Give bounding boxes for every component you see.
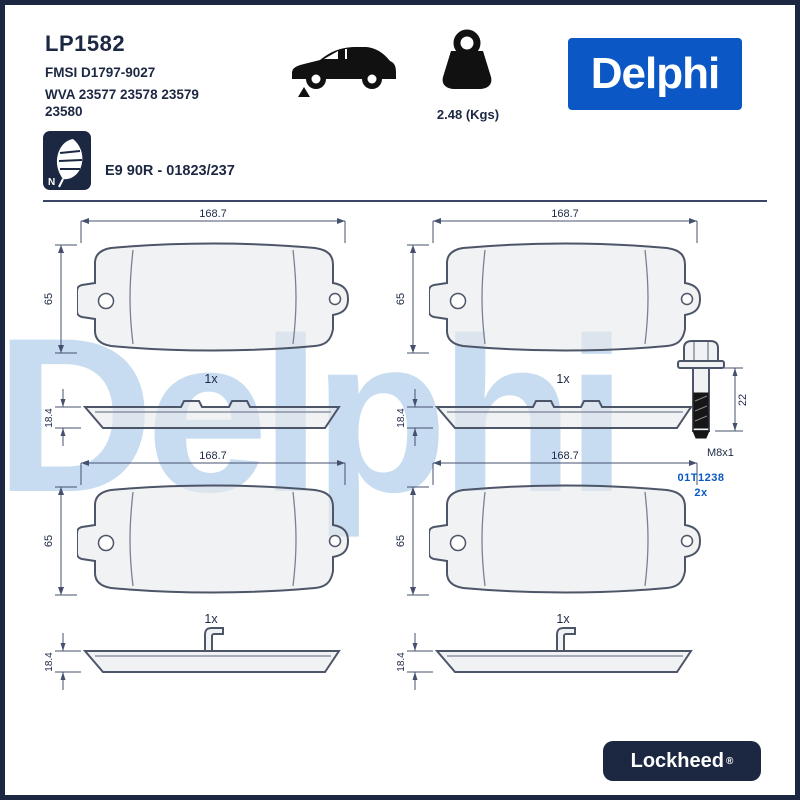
pad-side-view-with-clip [436,627,692,673]
dim-thickness: 18.4 [44,652,55,672]
bolt-length-dim: 22 [737,394,749,406]
car-icon [292,47,396,97]
pad-drawing-bottom-left: 168.7 65 1x 18.4 [43,450,349,690]
bolt-qty-label: 2x [694,487,708,499]
bolt-thread-label: M8x1 [707,447,734,459]
quantity-label: 1x [556,372,570,386]
pad-drawing-bottom-right: 168.7 65 1x 18.4 [395,450,701,690]
pad-front-view [77,484,349,594]
dim-thickness: 18.4 [396,652,407,672]
wva-reference-line1: WVA 23577 23578 23579 [45,87,199,102]
bolt-ref-label: 01T1238 [678,472,725,484]
dim-thickness: 18.4 [44,408,55,428]
wva-reference-line2: 23580 [45,104,83,119]
dim-width: 168.7 [199,450,227,462]
delphi-logo: Delphi [568,38,742,110]
weight-icon [442,29,492,89]
lockheed-text: Lockheed [630,749,724,772]
delphi-logo-text: Delphi [590,49,720,98]
pad-side-view [436,400,692,429]
eco-mark: N [43,131,91,190]
lockheed-badge: Lockheed® [603,741,761,781]
bolt-drawing: 22 M8x1 01T1238 2x [677,340,749,499]
fmsi-reference: FMSI D1797-9027 [45,65,156,80]
dim-width: 168.7 [551,450,579,462]
pad-front-view [77,242,349,352]
part-number: LP1582 [45,31,126,56]
quantity-label: 1x [204,372,218,386]
pad-drawing-top-right: 168.7 65 1x 18.4 [395,208,701,446]
leaf-icon: N [48,139,83,188]
eco-letter: N [48,177,55,188]
dim-height: 65 [43,293,55,305]
dim-height: 65 [395,293,407,305]
weight-value: 2.48 (Kgs) [436,107,500,122]
quantity-label: 1x [204,612,218,626]
pad-drawing-top-left: 168.7 65 1x 18.4 [43,208,349,446]
dim-thickness: 18.4 [396,408,407,428]
quantity-label: 1x [556,612,570,626]
registered-mark: ® [725,755,734,767]
approval-code: E9 90R - 01823/237 [105,163,235,179]
dim-height: 65 [43,535,55,547]
dim-width: 168.7 [199,208,227,220]
pad-side-view [84,400,340,429]
pad-side-view-with-clip [84,627,340,673]
dim-height: 65 [395,535,407,547]
dim-width: 168.7 [551,208,579,220]
header-divider [43,200,767,202]
